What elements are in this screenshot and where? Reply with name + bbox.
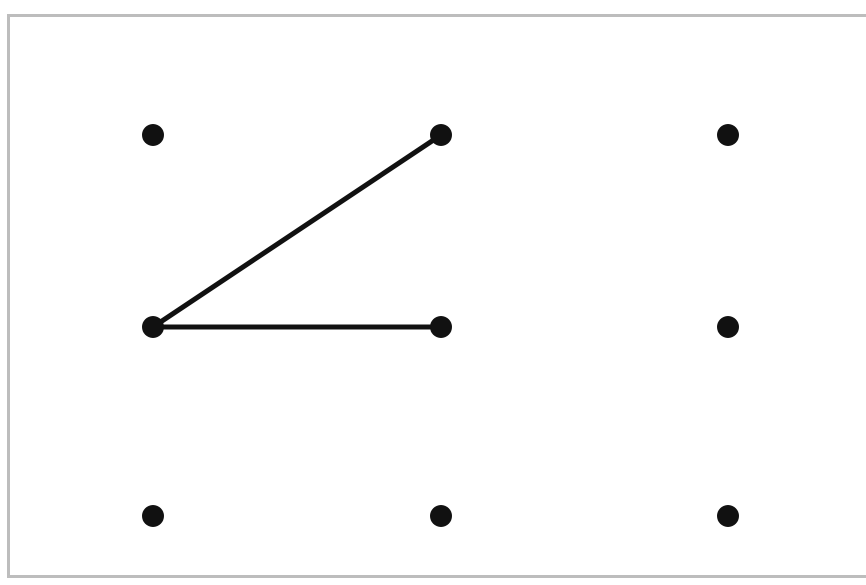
- grid-dot-r3c1: [142, 505, 164, 527]
- grid-dot-r3c3: [717, 505, 739, 527]
- grid-dot-r1c1: [142, 124, 164, 146]
- grid-dot-r1c3: [717, 124, 739, 146]
- grid-dot-r3c2: [430, 505, 452, 527]
- segments-layer: [150, 132, 444, 330]
- segment-r2c1-r1c2: [150, 132, 444, 330]
- dots-layer: [142, 124, 739, 527]
- grid-dot-r2c3: [717, 316, 739, 338]
- diagram-frame: [7, 14, 866, 578]
- grid-dot-r1c2: [430, 124, 452, 146]
- grid-dot-r2c2: [430, 316, 452, 338]
- grid-dot-r2c1: [142, 316, 164, 338]
